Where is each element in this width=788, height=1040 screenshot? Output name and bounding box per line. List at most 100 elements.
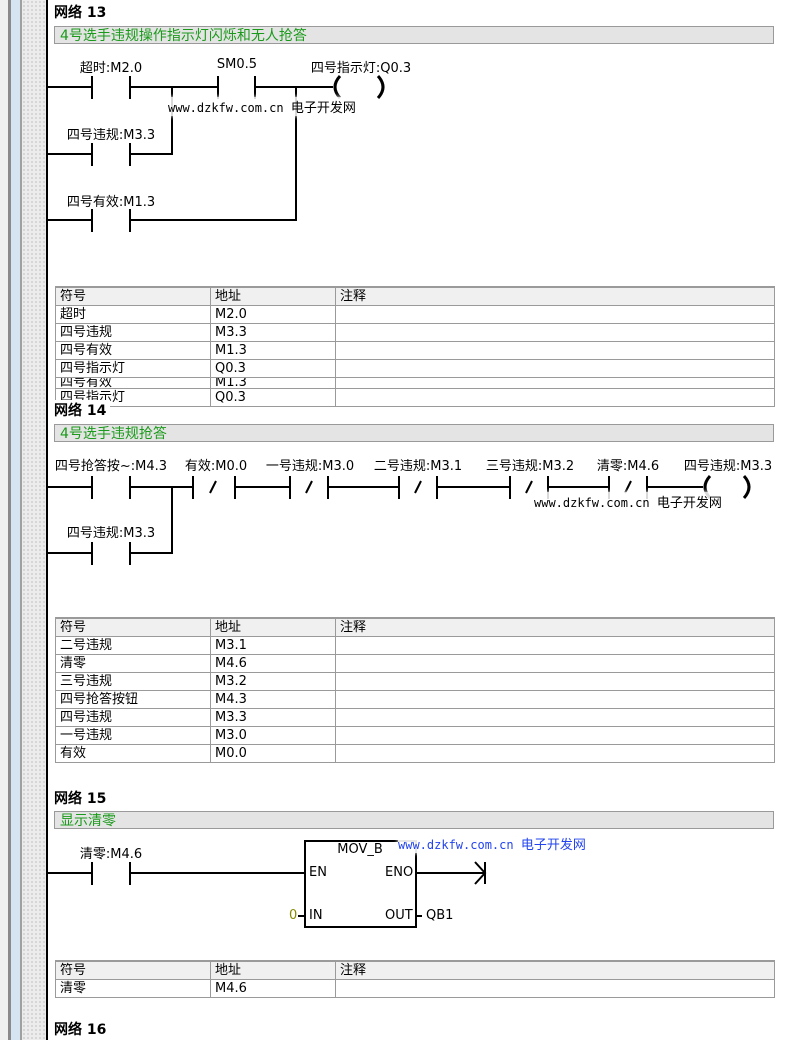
- contact-label[interactable]: 有效:M0.0: [184, 459, 248, 474]
- editor-gutter: [22, 0, 46, 1040]
- cell-symbol[interactable]: 四号有效: [55, 341, 211, 360]
- cell-address[interactable]: M3.2: [210, 672, 336, 691]
- watermark-site: 电子开发网: [656, 496, 722, 511]
- header-comment[interactable]: 注释: [335, 960, 775, 980]
- in-value[interactable]: 0: [289, 908, 298, 923]
- cell-comment[interactable]: [335, 305, 775, 324]
- editor-left-border: [11, 0, 20, 1040]
- cell-address[interactable]: M0.0: [210, 744, 336, 763]
- cell-comment[interactable]: [335, 654, 775, 673]
- box-title[interactable]: MOV_B: [337, 842, 383, 857]
- contact-label[interactable]: 四号抢答按~:M4.3: [54, 459, 168, 474]
- contact-label[interactable]: 清零:M4.6: [596, 459, 660, 474]
- watermark: www.dzkfw.com.cn 电子开发网: [534, 492, 722, 511]
- cell-comment[interactable]: [335, 672, 775, 691]
- header-symbol[interactable]: 符号: [55, 617, 211, 637]
- cell-address[interactable]: M4.6: [210, 979, 336, 998]
- cell-address[interactable]: M1.3: [210, 341, 336, 360]
- mov-b-box: [304, 840, 417, 928]
- cell-address[interactable]: Q0.3: [210, 359, 336, 378]
- cell-comment[interactable]: [335, 708, 775, 727]
- cell-comment[interactable]: [335, 690, 775, 709]
- network-14-comment[interactable]: 4号选手违规抢答: [54, 424, 774, 442]
- cell-address[interactable]: Q0.3: [210, 388, 336, 407]
- cell-symbol[interactable]: 清零: [55, 654, 211, 673]
- watermark-url: www.dzkfw.com.cn: [168, 101, 284, 115]
- contact-label[interactable]: 一号违规:M3.0: [265, 459, 355, 474]
- header-comment[interactable]: 注释: [335, 617, 775, 637]
- header-symbol[interactable]: 符号: [55, 960, 211, 980]
- contact-label[interactable]: SM0.5: [216, 57, 258, 72]
- header-address[interactable]: 地址: [210, 617, 336, 637]
- contact-label[interactable]: 清零:M4.6: [79, 847, 143, 862]
- cell-address[interactable]: M3.3: [210, 708, 336, 727]
- contact-label[interactable]: 三号违规:M3.2: [485, 459, 575, 474]
- coil-q0-3: [333, 74, 385, 100]
- coil-label[interactable]: 四号违规:M3.3: [683, 459, 773, 474]
- network-13-comment[interactable]: 4号选手违规操作指示灯闪烁和无人抢答: [54, 26, 774, 44]
- editor-left-border: [0, 0, 8, 1040]
- cell-comment[interactable]: [335, 323, 775, 342]
- cell-comment[interactable]: [335, 359, 775, 378]
- cell-address[interactable]: M3.1: [210, 636, 336, 655]
- cell-symbol[interactable]: 四号指示灯: [55, 359, 211, 378]
- contact-label[interactable]: 二号违规:M3.1: [373, 459, 463, 474]
- cell-symbol[interactable]: 四号违规: [55, 323, 211, 342]
- cell-symbol[interactable]: 四号违规: [55, 708, 211, 727]
- cell-symbol[interactable]: 三号违规: [55, 672, 211, 691]
- contact-label[interactable]: 超时:M2.0: [79, 61, 143, 76]
- power-rail: [46, 0, 48, 1040]
- header-symbol[interactable]: 符号: [55, 286, 211, 306]
- cell-symbol[interactable]: 有效: [55, 744, 211, 763]
- coil-label[interactable]: 四号指示灯:Q0.3: [310, 61, 412, 76]
- network-13-rungs: [48, 74, 385, 232]
- cell-address[interactable]: M1.3: [210, 377, 336, 389]
- cell-address[interactable]: M4.6: [210, 654, 336, 673]
- network-15-rungs: [48, 840, 487, 928]
- cell-address[interactable]: M3.0: [210, 726, 336, 745]
- out-value[interactable]: QB1: [426, 908, 454, 923]
- cell-address[interactable]: M4.3: [210, 690, 336, 709]
- network-15-comment[interactable]: 显示清零: [54, 811, 774, 829]
- cell-comment[interactable]: [335, 341, 775, 360]
- header-address[interactable]: 地址: [210, 960, 336, 980]
- cell-symbol[interactable]: 二号违规: [55, 636, 211, 655]
- cell-address[interactable]: M2.0: [210, 305, 336, 324]
- cell-address[interactable]: M3.3: [210, 323, 336, 342]
- cell-comment[interactable]: [335, 388, 775, 407]
- cell-symbol[interactable]: 清零: [55, 979, 211, 998]
- contact-label[interactable]: 四号违规:M3.3: [66, 128, 156, 143]
- cell-symbol[interactable]: 超时: [55, 305, 211, 324]
- watermark-site: 电子开发网: [520, 838, 586, 853]
- cell-symbol[interactable]: 一号违规: [55, 726, 211, 745]
- contact-label[interactable]: 四号有效:M1.3: [66, 195, 156, 210]
- header-comment[interactable]: 注释: [335, 286, 775, 306]
- cell-comment[interactable]: [335, 979, 775, 998]
- contact-label[interactable]: 四号违规:M3.3: [66, 526, 156, 541]
- watermark-url: www.dzkfw.com.cn: [534, 496, 650, 510]
- cell-comment[interactable]: [335, 744, 775, 763]
- cell-symbol[interactable]: 四号抢答按钮: [55, 690, 211, 709]
- cell-comment[interactable]: [335, 636, 775, 655]
- cell-comment[interactable]: [335, 377, 775, 389]
- header-address[interactable]: 地址: [210, 286, 336, 306]
- cell-symbol[interactable]: 四号有效: [55, 377, 211, 389]
- cell-comment[interactable]: [335, 726, 775, 745]
